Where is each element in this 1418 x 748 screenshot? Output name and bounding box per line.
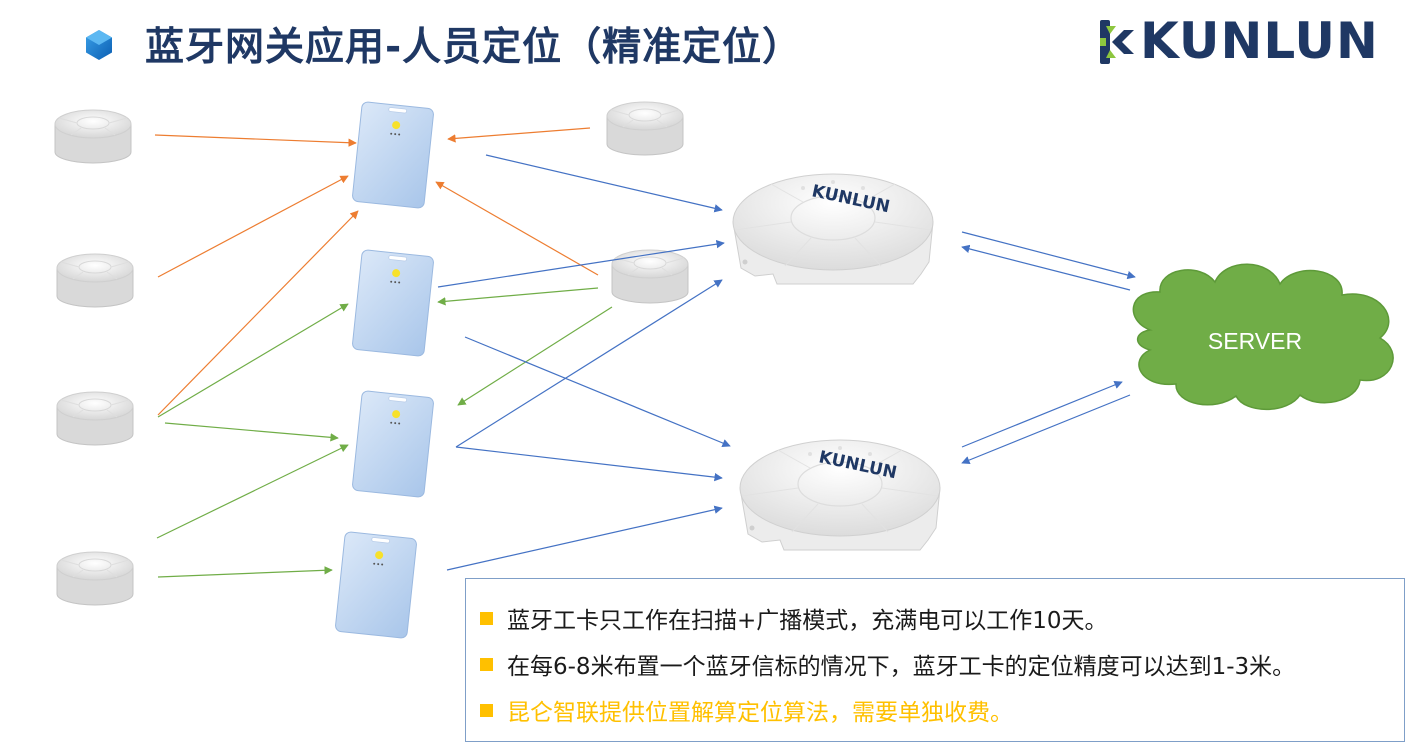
logo-text: KUNLUN — [1140, 12, 1379, 70]
note-2-text: 在每6-8米布置一个蓝牙信标的情况下，蓝牙工卡的定位精度可以达到1-3米。 — [507, 654, 1296, 680]
note-3-text: 昆仑智联提供位置解算定位算法，需要单独收费。 — [507, 700, 1013, 726]
note-1-text: 蓝牙工卡只工作在扫描+广播模式，充满电可以工作10天。 — [507, 608, 1108, 634]
square-bullet-icon — [480, 611, 493, 625]
square-bullet-icon — [480, 703, 493, 717]
beacon-4 — [56, 551, 134, 606]
kunlun-logo — [1100, 20, 1134, 64]
gateway-2: KUNLUN — [739, 439, 941, 551]
hexagon-bullet-icon — [86, 30, 112, 60]
note-3: 昆仑智联提供位置解算定位算法，需要单独收费。 — [480, 687, 1404, 733]
beacon-2 — [56, 253, 134, 308]
beacon-3 — [56, 391, 134, 446]
blue-arrows — [437, 154, 1136, 571]
page-title: 蓝牙网关应用-人员定位（精准定位） — [145, 25, 803, 70]
orange-arrows — [154, 127, 599, 416]
note-2: 在每6-8米布置一个蓝牙信标的情况下，蓝牙工卡的定位精度可以达到1-3米。 — [480, 641, 1404, 687]
badge-card-2 — [351, 249, 435, 357]
badge-card-1 — [351, 101, 435, 209]
server-label: SERVER — [1208, 328, 1302, 354]
green-arrows — [156, 287, 613, 578]
note-1: 蓝牙工卡只工作在扫描+广播模式，充满电可以工作10天。 — [480, 595, 1404, 641]
badge-card-3 — [351, 390, 435, 498]
badge-card-4 — [334, 531, 418, 639]
server-cloud: SERVER — [1132, 263, 1394, 411]
beacon-1 — [54, 109, 132, 164]
square-bullet-icon — [480, 657, 493, 671]
beacon-5 — [606, 101, 684, 156]
gateway-1: KUNLUN — [732, 173, 934, 285]
notes-box: 蓝牙工卡只工作在扫描+广播模式，充满电可以工作10天。 在每6-8米布置一个蓝牙… — [465, 578, 1405, 742]
